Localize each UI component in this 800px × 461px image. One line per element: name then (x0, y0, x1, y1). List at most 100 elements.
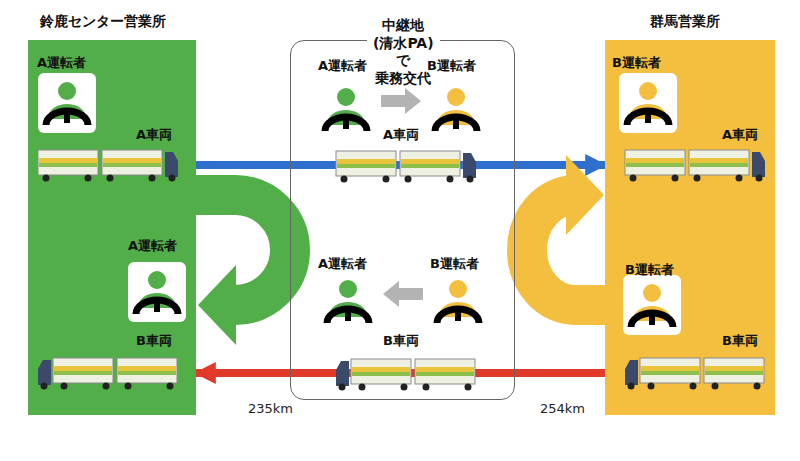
node-illustration (605, 40, 775, 415)
truck-wheel (107, 175, 114, 182)
trailer-stripe (103, 158, 161, 163)
trailer-stripe (626, 163, 684, 167)
trailer-box (102, 150, 162, 175)
icon-background (38, 73, 96, 133)
trailer-box (53, 358, 113, 383)
trailer-box (117, 358, 177, 383)
steering-column (64, 113, 70, 123)
trailer-box (400, 151, 460, 176)
handover-arrow (381, 88, 421, 114)
trailer-box (351, 359, 411, 384)
steering-wheel (631, 313, 673, 327)
trailer-stripe (39, 158, 97, 163)
truck-wheel (359, 384, 366, 391)
trailer-stripe (416, 372, 474, 376)
trailer-box (415, 359, 475, 384)
part-label: A運転者 (318, 256, 367, 272)
trailer-stripe (641, 371, 699, 375)
uturn-arrow (190, 195, 290, 305)
part-label: B運転者 (430, 256, 479, 272)
driver-icon (128, 262, 186, 322)
driver-head (639, 82, 657, 100)
truck-wheel (630, 175, 637, 182)
trailer-stripe (337, 164, 395, 168)
truck-wheel (401, 384, 408, 391)
driver-head (449, 280, 467, 298)
icon-background (619, 73, 677, 133)
truck-wheel (341, 176, 348, 183)
truck-wheel (61, 383, 68, 390)
truck-wheel (167, 383, 174, 390)
truck-wheel (754, 383, 761, 390)
trailer-stripe (352, 367, 410, 372)
trailer-stripe (118, 371, 176, 375)
node-heading: 中継地(清水PA)で 乗務交代 (367, 17, 440, 87)
truck-wheel (149, 175, 156, 182)
trailer-stripe (626, 158, 684, 163)
truck-wheel (405, 176, 412, 183)
truck-wheel (648, 383, 655, 390)
distance-label: 254km (540, 401, 585, 417)
trailer-stripe (118, 366, 176, 371)
truck-wheel (467, 176, 474, 183)
handover-arrow (383, 281, 423, 307)
driver-icon (437, 280, 479, 323)
truck-wheel (690, 383, 697, 390)
trailer-stripe (54, 371, 112, 375)
steering-column (645, 113, 651, 123)
truck-cab (625, 360, 638, 385)
node-illustration (28, 40, 196, 415)
distance-label: 235km (248, 401, 293, 417)
trailer-stripe (690, 163, 748, 167)
node-heading: 鈴鹿センター営業所 (40, 13, 166, 30)
driver-icon (619, 73, 677, 133)
truck-wheel (41, 383, 48, 390)
truck-wheel (447, 176, 454, 183)
steering-wheel (136, 300, 178, 314)
trailer-stripe (416, 367, 474, 372)
driver-head (643, 284, 661, 302)
driver-icon (623, 275, 681, 335)
steering-wheel (627, 111, 669, 125)
trailer-box (38, 150, 98, 175)
driver-head (337, 88, 355, 106)
trailer-box (625, 150, 685, 175)
icon-background (128, 262, 186, 322)
trailer-stripe (690, 158, 748, 163)
trailer-stripe (705, 371, 763, 375)
truck-wheel (694, 175, 701, 182)
driver-head (339, 280, 357, 298)
steering-column (345, 311, 351, 321)
steering-column (453, 119, 459, 129)
trailer-stripe (705, 366, 763, 371)
truck-wheel (423, 384, 430, 391)
trailer-stripe (54, 366, 112, 371)
truck-wheel (169, 175, 176, 182)
trailer-box (336, 151, 396, 176)
part-label: A車両 (383, 127, 419, 143)
icon-background (623, 275, 681, 335)
steering-column (154, 302, 160, 312)
driver-icon (327, 280, 369, 323)
steering-column (343, 119, 349, 129)
steering-wheel (437, 309, 479, 323)
trailer-stripe (401, 164, 459, 168)
part-label: A運転者 (318, 58, 367, 74)
truck-illustration (336, 359, 475, 391)
trailer-stripe (641, 366, 699, 371)
depot-panel: 鈴鹿センター営業所 (28, 40, 196, 415)
truck-cab (752, 152, 765, 177)
truck-wheel (756, 175, 763, 182)
driver-head (58, 82, 76, 100)
part-label: B車両 (383, 333, 419, 349)
trailer-box (689, 150, 749, 175)
driver-icon (435, 88, 477, 131)
trailer-stripe (103, 163, 161, 167)
driver-head (148, 271, 166, 289)
relay-box: 中継地(清水PA)で 乗務交代 (290, 40, 515, 400)
truck-wheel (465, 384, 472, 391)
truck-cab (463, 153, 476, 178)
driver-icon (38, 73, 96, 133)
node-illustration (291, 41, 516, 401)
